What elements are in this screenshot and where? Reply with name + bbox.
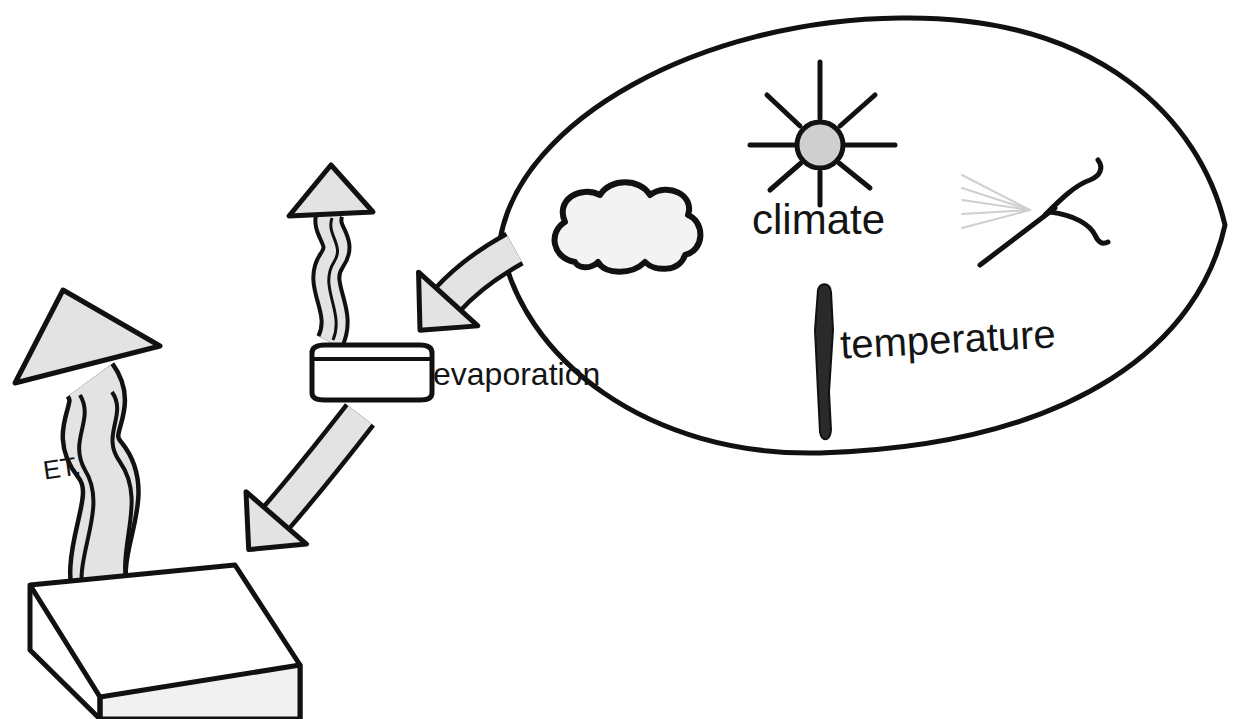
- et-wave-line: [79, 395, 93, 600]
- climate-ellipse: [500, 18, 1225, 453]
- arrow-fill: [447, 249, 515, 301]
- wind-curl: [1050, 212, 1108, 243]
- block-arrow: [419, 249, 515, 331]
- box-edge: [30, 585, 100, 719]
- arrow-outline: [447, 249, 515, 301]
- box-front-face: [100, 665, 300, 719]
- vapour-wave-line: [329, 218, 338, 340]
- node-label: evaporation: [433, 357, 600, 392]
- thermometer-symbol: [815, 284, 833, 439]
- pan-node: evaporation: [305, 335, 655, 410]
- arrow-body: [275, 415, 360, 520]
- block-arrow: [246, 415, 360, 550]
- et-arrow-head: [15, 290, 160, 383]
- evaporation-pan: [312, 345, 432, 400]
- leaf-node: climate temperature: [500, 15, 1225, 455]
- wind-fan: [962, 175, 1030, 228]
- sun-symbol: [750, 62, 895, 205]
- arrow-outline: [275, 415, 360, 520]
- arrow-head: [246, 492, 306, 550]
- vapour-arrow-head: [289, 165, 373, 216]
- node-label: climate: [752, 197, 885, 243]
- pan-rim: [314, 357, 430, 361]
- arrow-fill: [275, 415, 360, 520]
- soil-box: [30, 565, 300, 719]
- arrow-body: [447, 249, 515, 301]
- wind-symbol: [962, 160, 1108, 265]
- node-label: ET.: [41, 452, 82, 486]
- node-label: temperature: [839, 311, 1057, 366]
- et-wave-line: [112, 392, 132, 600]
- cloud-symbol: [555, 182, 701, 272]
- arrow-head: [419, 272, 478, 330]
- sun-disc: [797, 122, 843, 168]
- et-wavy-arrow: [15, 290, 160, 610]
- vapour-wavy-arrow: [289, 165, 373, 342]
- wind-curl: [1045, 160, 1101, 215]
- box-node: ET.: [15, 440, 310, 719]
- sun-rays: [750, 62, 895, 205]
